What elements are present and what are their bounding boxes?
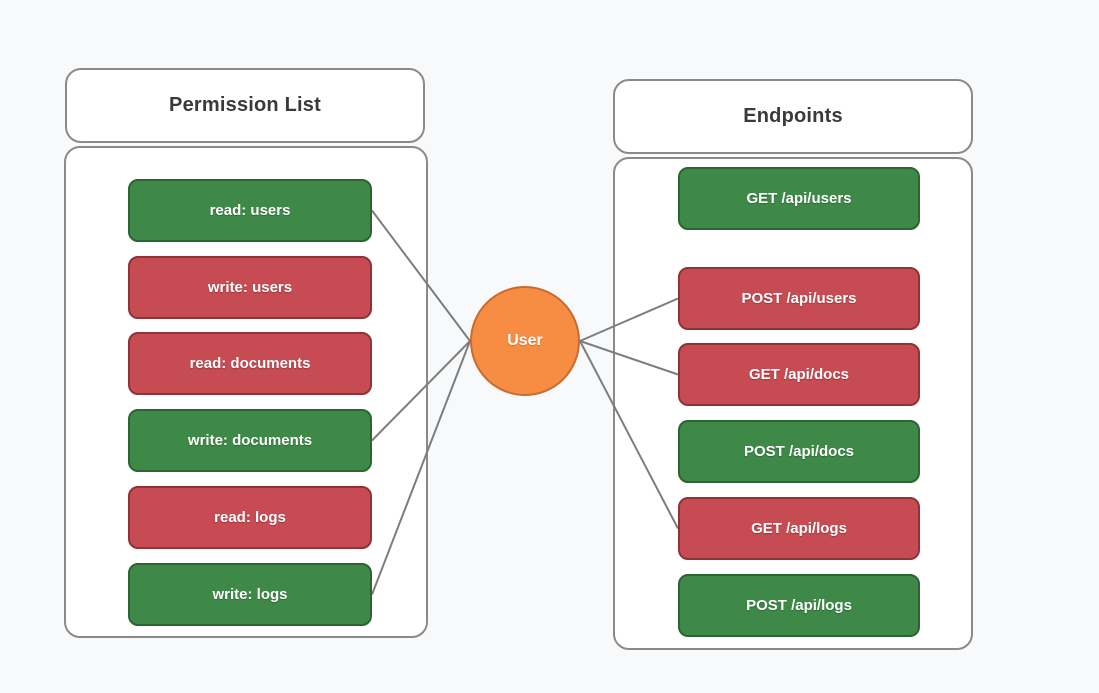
permission-node-read-documents[interactable]: read: documents [128, 332, 372, 395]
permission-node-write-logs[interactable]: write: logs [128, 563, 372, 626]
endpoint-node-post-api-users[interactable]: POST /api/users [678, 267, 920, 330]
endpoints-title-box: Endpoints [613, 79, 973, 154]
permission-list-title-box: Permission List [65, 68, 425, 143]
permission-node-read-logs[interactable]: read: logs [128, 486, 372, 549]
endpoint-node-get-api-logs[interactable]: GET /api/logs [678, 497, 920, 560]
endpoints-title: Endpoints [743, 105, 843, 127]
endpoint-node-get-api-users[interactable]: GET /api/users [678, 167, 920, 230]
endpoint-node-get-api-docs[interactable]: GET /api/docs [678, 343, 920, 406]
user-node-label: User [507, 332, 543, 349]
permission-list-title: Permission List [169, 94, 321, 116]
permission-node-read-users[interactable]: read: users [128, 179, 372, 242]
endpoint-node-post-api-logs[interactable]: POST /api/logs [678, 574, 920, 637]
permission-node-write-users[interactable]: write: users [128, 256, 372, 319]
user-node[interactable]: User [470, 286, 580, 396]
endpoint-node-post-api-docs[interactable]: POST /api/docs [678, 420, 920, 483]
permission-node-write-documents[interactable]: write: documents [128, 409, 372, 472]
